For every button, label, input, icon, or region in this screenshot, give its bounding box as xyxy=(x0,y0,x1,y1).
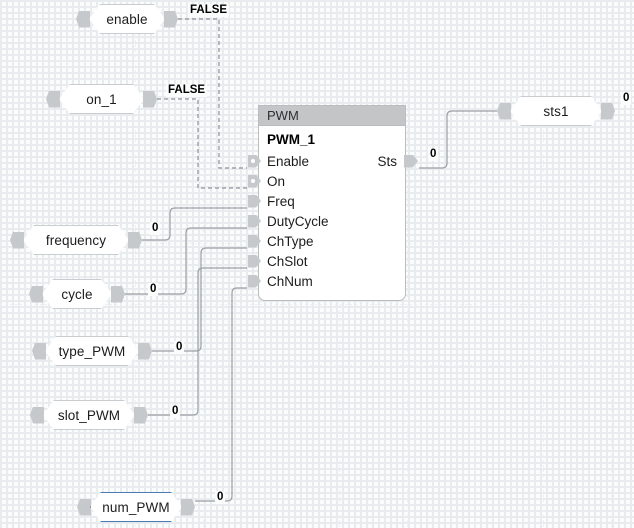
node-input-tab[interactable] xyxy=(30,406,44,424)
value-label-type-pwm: 0 xyxy=(174,341,185,354)
node-output-tab[interactable] xyxy=(138,342,152,360)
value-label-enable: FALSE xyxy=(188,4,230,17)
value-label-sts-output: 0 xyxy=(428,148,439,161)
value-label-sts1: 0 xyxy=(621,92,632,105)
node-body[interactable]: cycle xyxy=(42,279,112,309)
wire-sts-to-sts1 xyxy=(419,110,497,169)
block-header: PWM xyxy=(259,106,405,126)
node-output-tab[interactable] xyxy=(128,231,142,249)
input-label-chtype: ChType xyxy=(267,233,314,249)
block-instance-label: PWM_1 xyxy=(267,132,316,147)
value-label-on-1: FALSE xyxy=(166,84,208,97)
value-label-num-pwm: 0 xyxy=(215,491,226,504)
function-block-pwm[interactable]: PWM PWM_1 Enable Sts On Freq DutyCycle xyxy=(248,105,418,301)
input-label-enable: Enable xyxy=(267,153,310,169)
port-row-dutycycle: DutyCycle xyxy=(248,211,405,231)
input-label-chnum: ChNum xyxy=(267,273,313,289)
node-body[interactable]: slot_PWM xyxy=(43,400,135,430)
variable-label: enable xyxy=(106,11,148,27)
wire-enable-to-enable-input xyxy=(178,18,247,169)
node-input-tab[interactable] xyxy=(76,10,90,28)
node-body[interactable]: sts1 xyxy=(510,96,602,126)
variable-label: frequency xyxy=(45,232,107,248)
wire-slotpwm-to-chslot-input xyxy=(148,267,247,416)
node-body[interactable]: enable xyxy=(89,4,165,34)
input-pin-enable[interactable] xyxy=(248,154,261,168)
variable-label: slot_PWM xyxy=(57,407,121,423)
variable-label: cycle xyxy=(61,286,93,302)
value-label-cycle: 0 xyxy=(148,283,159,296)
node-input-tab[interactable] xyxy=(10,231,24,249)
port-row-enable: Enable Sts xyxy=(248,151,418,171)
output-label-sts: Sts xyxy=(377,153,397,169)
node-output-tab[interactable] xyxy=(111,285,125,303)
port-row-freq: Freq xyxy=(248,191,405,211)
input-pin-chnum[interactable] xyxy=(248,274,261,288)
wire-cycle-to-dutycycle-input xyxy=(125,227,247,295)
node-body[interactable]: frequency xyxy=(23,225,129,255)
variable-node-sts1[interactable]: sts1 xyxy=(497,96,615,126)
node-body[interactable]: type_PWM xyxy=(45,336,139,366)
node-output-tab[interactable] xyxy=(143,90,157,108)
port-row-chnum: ChNum xyxy=(248,271,405,291)
port-row-chtype: ChType xyxy=(248,231,405,251)
input-pin-chtype[interactable] xyxy=(248,234,261,248)
node-input-tab[interactable] xyxy=(46,90,60,108)
input-label-chslot: ChSlot xyxy=(267,253,308,269)
output-pin-sts[interactable] xyxy=(404,154,418,168)
variable-label: on_1 xyxy=(86,91,117,107)
block-type-label: PWM xyxy=(267,108,299,123)
node-input-tab[interactable] xyxy=(77,498,91,516)
input-pin-dutycycle[interactable] xyxy=(248,214,261,228)
value-label-frequency: 0 xyxy=(150,222,161,235)
input-label-on: On xyxy=(267,173,286,189)
node-output-tab[interactable] xyxy=(134,406,148,424)
variable-label: sts1 xyxy=(543,103,569,119)
input-pin-on[interactable] xyxy=(248,174,261,188)
node-output-tab[interactable] xyxy=(181,498,195,516)
node-input-tab[interactable] xyxy=(32,342,46,360)
input-pin-chslot[interactable] xyxy=(248,254,261,268)
variable-label: num_PWM xyxy=(102,499,170,515)
node-input-tab[interactable] xyxy=(29,285,43,303)
variable-node-frequency[interactable]: frequency xyxy=(10,225,142,255)
value-label-slot-pwm: 0 xyxy=(170,405,181,418)
variable-node-num-pwm[interactable]: num_PWM xyxy=(77,492,195,522)
variable-node-enable[interactable]: enable xyxy=(76,4,178,34)
node-output-tab[interactable] xyxy=(601,102,615,120)
wire-typepwm-to-chtype-input xyxy=(152,247,247,352)
input-label-freq: Freq xyxy=(267,193,295,209)
bool-pin-dot xyxy=(251,159,255,163)
bool-pin-dot xyxy=(251,179,255,183)
port-row-on: On xyxy=(248,171,405,191)
variable-node-cycle[interactable]: cycle xyxy=(29,279,125,309)
node-body[interactable]: num_PWM xyxy=(90,492,182,522)
wire-numpwm-to-chnum-input xyxy=(195,287,247,502)
variable-node-type-pwm[interactable]: type_PWM xyxy=(32,336,152,366)
node-input-tab[interactable] xyxy=(497,102,511,120)
variable-node-slot-pwm[interactable]: slot_PWM xyxy=(30,400,148,430)
variable-label: type_PWM xyxy=(58,343,126,359)
input-pin-freq[interactable] xyxy=(248,194,261,208)
input-label-dutycycle: DutyCycle xyxy=(267,213,329,229)
wire-on1-to-on-input xyxy=(157,98,247,189)
wire-frequency-to-freq-input xyxy=(142,207,247,241)
node-output-tab[interactable] xyxy=(164,10,178,28)
port-row-chslot: ChSlot xyxy=(248,251,405,271)
node-body[interactable]: on_1 xyxy=(59,84,144,114)
variable-node-on-1[interactable]: on_1 xyxy=(46,84,157,114)
